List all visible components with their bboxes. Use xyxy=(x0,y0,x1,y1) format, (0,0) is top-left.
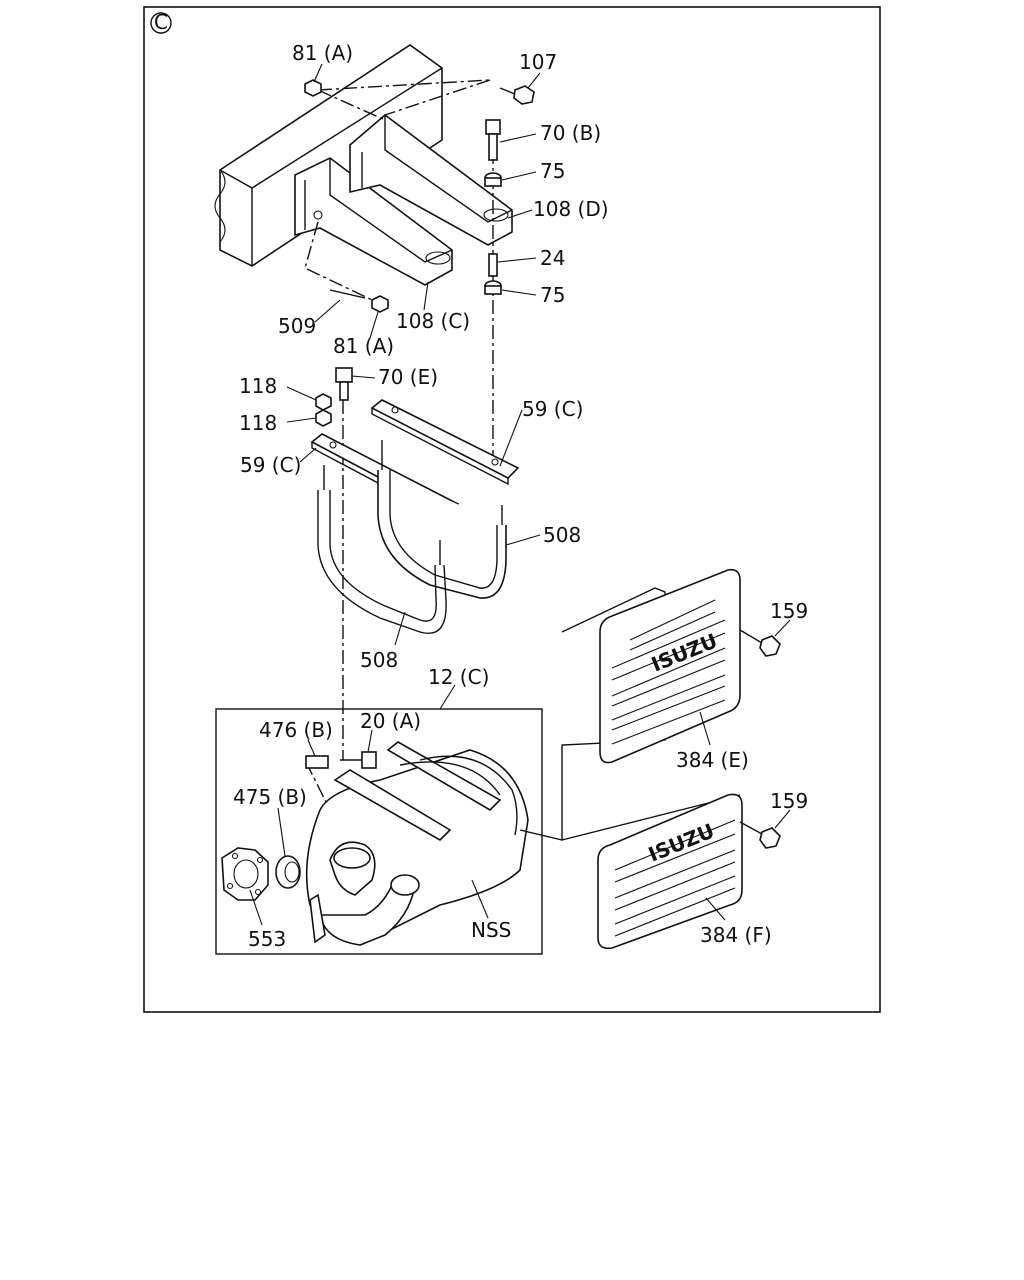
bushing-75-top xyxy=(484,172,502,187)
section-mark: C xyxy=(150,10,172,34)
bolt-159-top xyxy=(739,629,781,657)
callout-118-top: 118 xyxy=(239,374,277,398)
callout-384e: 384 (E) xyxy=(676,748,749,772)
callout-81a-top: 81 (A) xyxy=(292,41,353,65)
bolt-476b xyxy=(305,755,329,769)
callout-476b: 476 (B) xyxy=(259,718,333,742)
plate-59c-right xyxy=(370,399,520,486)
callout-384f: 384 (F) xyxy=(700,923,772,947)
bolt-70e xyxy=(335,367,353,401)
assembly-line xyxy=(317,89,386,121)
assembly-line xyxy=(384,79,491,116)
flange-553 xyxy=(221,847,269,901)
muffler-assembly-box xyxy=(215,708,543,955)
callout-20a: 20 (A) xyxy=(360,709,421,733)
callout-553: 553 xyxy=(248,927,286,951)
pin-24 xyxy=(488,253,498,277)
callout-159-bottom: 159 xyxy=(770,789,808,813)
callout-70b: 70 (B) xyxy=(540,121,601,145)
callout-509: 509 xyxy=(278,314,316,338)
callout-475b: 475 (B) xyxy=(233,785,307,809)
hanger-bracket-108c xyxy=(294,157,453,286)
bolt-159-bottom xyxy=(739,821,781,849)
callout-75-top: 75 xyxy=(540,159,565,183)
strap-508-rear xyxy=(377,440,507,599)
callout-81a-bottom: 81 (A) xyxy=(333,334,394,358)
callout-24: 24 xyxy=(540,246,565,270)
callout-508-right: 508 xyxy=(543,523,581,547)
diagram-frame xyxy=(143,6,881,1013)
muffler-inlet-pipe xyxy=(329,841,376,896)
hanger-bracket-108d xyxy=(349,113,513,246)
heat-shield-384e: ISUZU xyxy=(599,568,741,764)
frame-rail xyxy=(214,44,443,267)
bolt-20a xyxy=(340,751,377,769)
bolt-70b xyxy=(485,119,501,161)
strap-508-front xyxy=(317,465,447,634)
callout-59c-left: 59 (C) xyxy=(240,453,301,477)
callout-59c-right: 59 (C) xyxy=(522,397,583,421)
callout-159-top: 159 xyxy=(770,599,808,623)
callout-107: 107 xyxy=(519,50,557,74)
section-mark-letter: C xyxy=(154,10,168,34)
callout-12c: 12 (C) xyxy=(428,665,489,689)
muffler-body xyxy=(305,741,529,936)
callout-nss: NSS xyxy=(471,918,511,942)
nut-81a-top xyxy=(304,79,322,97)
callout-108d: 108 (D) xyxy=(533,197,609,221)
gasket-475b xyxy=(275,855,301,889)
leader-lines xyxy=(249,63,791,926)
callout-70e: 70 (E) xyxy=(378,365,438,389)
nut-81a-bottom xyxy=(371,295,389,313)
bolt-107 xyxy=(499,85,535,105)
callout-508-left: 508 xyxy=(360,648,398,672)
callout-108c: 108 (C) xyxy=(396,309,470,333)
heat-shield-384f: ISUZU xyxy=(597,793,743,950)
callout-75-bottom: 75 xyxy=(540,283,565,307)
assembly-line xyxy=(317,79,491,91)
stud-509 xyxy=(329,289,366,299)
nut-118-top xyxy=(315,393,332,411)
nut-118-bottom xyxy=(315,409,332,427)
callout-118-bottom: 118 xyxy=(239,411,277,435)
bushing-75-bottom xyxy=(484,280,502,295)
muffler-outlet-pipe xyxy=(309,874,420,946)
